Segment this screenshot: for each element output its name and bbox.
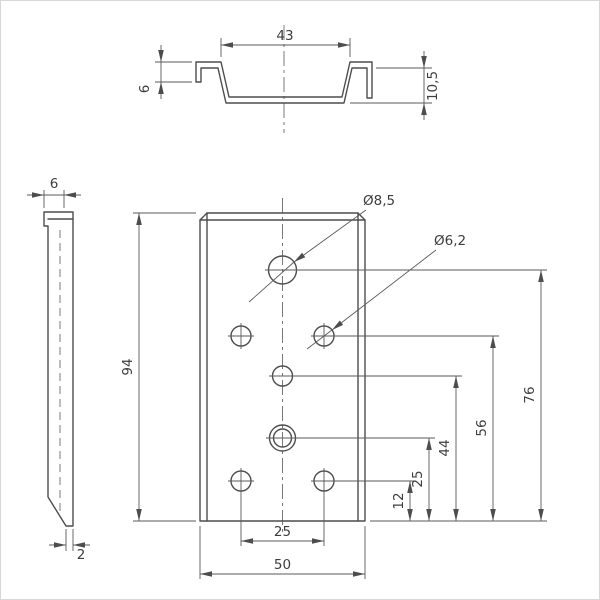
dim-text-top-right-height: 10,5 — [425, 71, 441, 101]
dimension-bottom-hole-spacing: 25 — [240, 494, 325, 546]
dimension-side-flange-depth: 6 — [27, 176, 81, 208]
dim-text-plate-width: 50 — [274, 557, 291, 573]
hole-large — [265, 255, 300, 285]
dim-text-bottom-hole-spacing: 25 — [274, 524, 291, 540]
dim-text-row3-height: 44 — [437, 439, 453, 456]
leader-small-hole: Ø6,2 — [306, 233, 466, 350]
leader-large-hole: Ø8,5 — [248, 193, 395, 303]
top-profile-view: 43 6 10,5 — [137, 25, 441, 133]
label-small-hole-diameter: Ø6,2 — [434, 233, 466, 249]
dimension-side-thickness: 2 — [49, 529, 90, 563]
dimension-hole-heights: 12 25 44 56 76 — [296, 269, 547, 522]
dimension-top-width: 43 — [220, 28, 351, 57]
dimension-top-left-height: 6 — [137, 45, 192, 99]
hole-row3-center — [269, 365, 296, 387]
dim-text-thickness: 2 — [77, 547, 86, 563]
leader-line — [248, 261, 295, 303]
leader-line — [306, 329, 333, 350]
dimension-plate-height: 94 — [120, 212, 196, 522]
leader-line — [293, 209, 367, 263]
dim-text-row1-height: 12 — [391, 492, 407, 509]
dimension-plate-width: 50 — [199, 526, 366, 579]
hole-row1-right — [311, 468, 337, 494]
channel-profile-outline — [195, 61, 373, 104]
hole-row4-left — [228, 323, 254, 349]
dimension-top-right-height: 10,5 — [350, 51, 441, 120]
dim-text-flange-depth: 6 — [50, 176, 59, 192]
dim-text-top-left-height: 6 — [137, 85, 153, 94]
dim-text-row5-height: 76 — [522, 386, 538, 403]
hole-row2-center-double — [266, 424, 299, 452]
dim-text-top-width: 43 — [276, 28, 293, 44]
front-view: Ø8,5 Ø6,2 94 25 50 — [120, 193, 547, 579]
dim-text-plate-height: 94 — [120, 358, 136, 375]
dim-text-row2-height: 25 — [410, 470, 426, 487]
dim-text-row4-height: 56 — [474, 419, 490, 436]
leader-line — [331, 249, 437, 331]
label-large-hole-diameter: Ø8,5 — [363, 193, 395, 209]
hole-row1-left — [228, 468, 254, 494]
side-profile-view: 6 2 — [27, 176, 90, 563]
side-outline — [43, 211, 74, 527]
